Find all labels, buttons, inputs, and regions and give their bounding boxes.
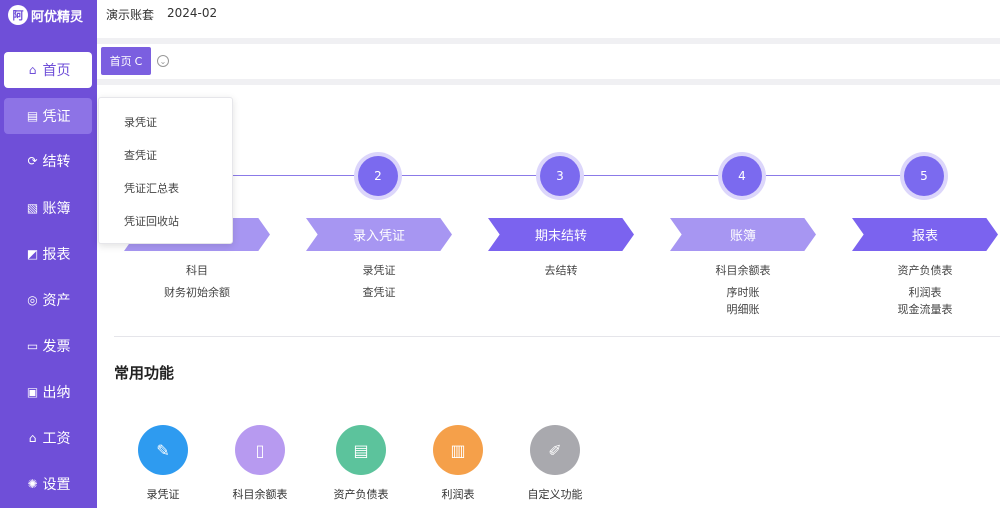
menu-item-record-voucher[interactable]: 录凭证 — [124, 116, 157, 129]
step-connector — [762, 175, 904, 176]
step-link[interactable]: 去结转 — [544, 264, 578, 277]
voucher-dropdown-menu: 录凭证 查凭证 凭证汇总表 凭证回收站 — [98, 97, 233, 244]
step-number: 3 — [540, 156, 580, 196]
step-link[interactable]: 科目 — [186, 264, 208, 277]
section-divider — [114, 336, 1000, 337]
sidebar-item-label: 结转 — [42, 154, 71, 170]
step-link[interactable]: 序时账 — [726, 286, 760, 299]
sidebar-item-label: 凭证 — [42, 109, 71, 125]
record-voucher-icon[interactable]: ✎ — [138, 425, 188, 475]
gear-icon: ✺ — [27, 477, 38, 491]
ledger-icon: ▧ — [26, 201, 39, 215]
reports-icon: ◩ — [26, 247, 39, 261]
tab-menu-icon[interactable]: ⌄ — [157, 55, 169, 67]
sidebar-item-cashier[interactable]: ▣ 出纳 — [4, 374, 92, 410]
sidebar-item-ledger[interactable]: ▧ 账簿 — [4, 190, 92, 226]
step-banner[interactable]: 账簿 — [670, 218, 816, 251]
balance-sheet-book-icon[interactable]: ▯ — [235, 425, 285, 475]
custom-function-icon[interactable]: ✐ — [530, 425, 580, 475]
sidebar-item-voucher[interactable]: ▤ 凭证 — [4, 98, 92, 134]
sidebar-item-label: 设置 — [42, 477, 71, 493]
tab-home[interactable]: 首页 C — [101, 47, 151, 75]
sidebar-item-label: 账簿 — [42, 201, 71, 217]
sidebar-item-label: 资产 — [42, 293, 71, 309]
sidebar-item-label: 首页 — [42, 63, 71, 79]
voucher-icon: ▤ — [26, 109, 39, 123]
sidebar-item-reports[interactable]: ◩ 报表 — [4, 236, 92, 272]
payroll-icon: ⌂ — [28, 431, 37, 445]
refresh-icon[interactable]: C — [134, 54, 143, 68]
function-label[interactable]: 资产负债表 — [333, 488, 389, 501]
step-link[interactable]: 明细账 — [726, 303, 760, 316]
divider — [97, 38, 1000, 44]
step-link[interactable]: 录凭证 — [362, 264, 396, 277]
sidebar-item-label: 出纳 — [42, 385, 71, 401]
step-connector — [580, 175, 722, 176]
menu-item-query-voucher[interactable]: 查凭证 — [124, 149, 157, 162]
profit-report-icon[interactable]: ▥ — [433, 425, 483, 475]
menu-item-voucher-summary[interactable]: 凭证汇总表 — [124, 182, 179, 195]
step-link[interactable]: 资产负债表 — [897, 264, 953, 277]
sidebar-item-payroll[interactable]: ⌂ 工资 — [4, 420, 92, 456]
step-link[interactable]: 利润表 — [908, 286, 942, 299]
function-label[interactable]: 自定义功能 — [527, 488, 583, 501]
divider — [97, 79, 1000, 85]
step-link[interactable]: 查凭证 — [362, 286, 396, 299]
asset-liability-icon[interactable]: ▤ — [336, 425, 386, 475]
assets-icon: ◎ — [27, 293, 38, 307]
step-link[interactable]: 财务初始余额 — [164, 286, 230, 299]
function-label[interactable]: 录凭证 — [146, 488, 180, 501]
step-banner[interactable]: 期末结转 — [488, 218, 634, 251]
step-number: 2 — [358, 156, 398, 196]
step-banner[interactable]: 录入凭证 — [306, 218, 452, 251]
sidebar-item-label: 工资 — [42, 431, 71, 447]
sidebar-item-closing[interactable]: ⟳ 结转 — [4, 143, 92, 179]
section-title: 常用功能 — [114, 364, 175, 382]
home-icon: ⌂ — [28, 63, 37, 77]
function-label[interactable]: 利润表 — [441, 488, 475, 501]
sidebar-item-label: 报表 — [42, 247, 71, 263]
sidebar-item-settings[interactable]: ✺ 设置 — [4, 466, 92, 502]
step-number: 4 — [722, 156, 762, 196]
brand-name: 阿优精灵 — [31, 9, 84, 25]
sidebar-item-home[interactable]: ⌂ 首页 — [4, 52, 92, 88]
brand-logo[interactable]: 阿 阿优精灵 — [8, 4, 83, 26]
step-connector — [230, 175, 360, 176]
top-bar: 演示账套 2024-02 — [97, 0, 1000, 38]
sidebar: 阿 阿优精灵 ⌂ 首页 ▤ 凭证 ⟳ 结转 ▧ 账簿 ◩ 报表 ◎ 资产 ▭ 发… — [0, 0, 97, 508]
step-connector — [398, 175, 540, 176]
brand-mark-icon: 阿 — [8, 5, 28, 25]
sidebar-item-label: 发票 — [42, 339, 71, 355]
account-name[interactable]: 演示账套 — [106, 8, 155, 22]
step-link[interactable]: 科目余额表 — [715, 264, 771, 277]
tab-label: 首页 — [109, 55, 132, 68]
step-link[interactable]: 现金流量表 — [897, 303, 953, 316]
sidebar-item-assets[interactable]: ◎ 资产 — [4, 282, 92, 318]
step-banner[interactable]: 报表 — [852, 218, 998, 251]
cashier-icon: ▣ — [26, 385, 39, 399]
step-number: 5 — [904, 156, 944, 196]
invoice-icon: ▭ — [26, 339, 39, 353]
accounting-period[interactable]: 2024-02 — [167, 6, 218, 20]
closing-icon: ⟳ — [27, 154, 38, 168]
function-label[interactable]: 科目余额表 — [232, 488, 288, 501]
sidebar-item-invoices[interactable]: ▭ 发票 — [4, 328, 92, 364]
menu-item-voucher-recycle-bin[interactable]: 凭证回收站 — [124, 215, 179, 228]
